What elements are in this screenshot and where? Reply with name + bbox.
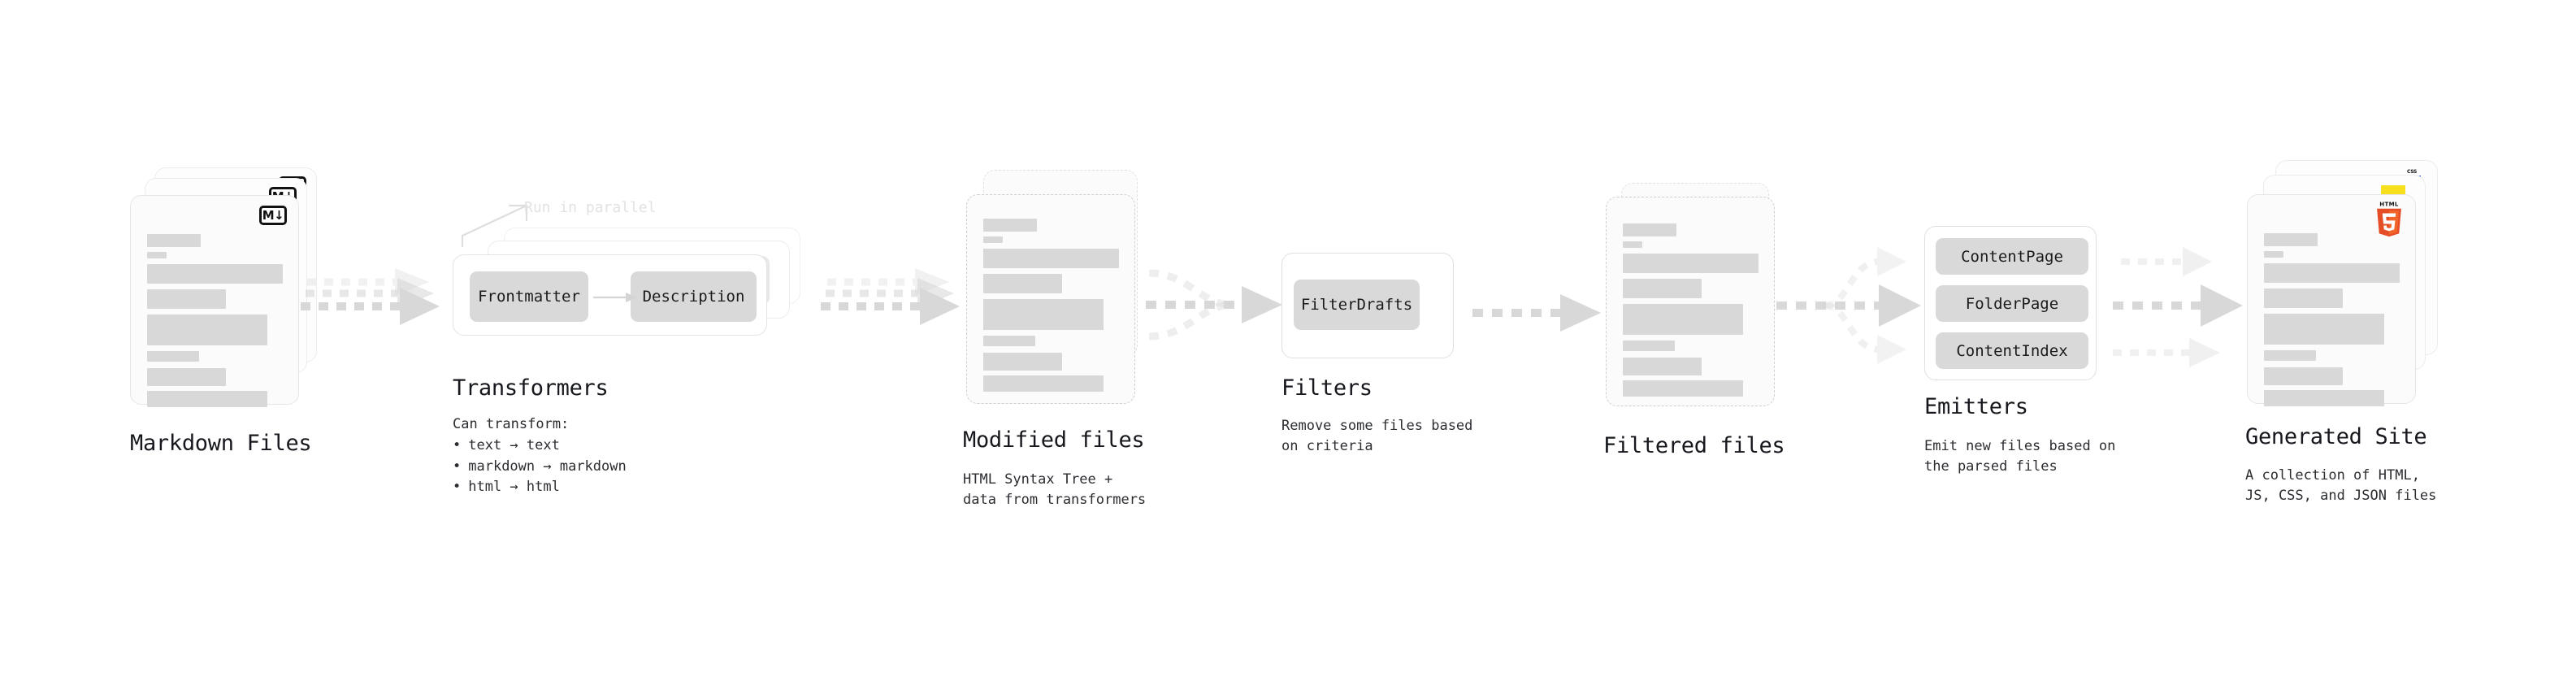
skeleton-line: [147, 391, 267, 407]
pill-folderpage[interactable]: FolderPage: [1936, 285, 2088, 322]
stage-description: Remove some files based on criteria: [1281, 418, 1473, 454]
emitters-box: ContentPage FolderPage ContentIndex: [1924, 226, 2097, 380]
stage-description: Emit new files based on the parsed files: [1924, 438, 2116, 475]
modified-card-front: [966, 194, 1135, 404]
skeleton-line: [147, 234, 201, 247]
run-in-parallel-label: Run in parallel: [524, 199, 657, 216]
stage-description: HTML Syntax Tree + data from transformer…: [963, 471, 1147, 508]
skeleton-line: [2264, 367, 2343, 385]
list-item: html → html: [453, 477, 627, 498]
arrow-markdown-to-transformers: [301, 268, 440, 325]
skeleton-line: [983, 299, 1104, 330]
skeleton-line: [147, 368, 226, 386]
skeleton-line: [1623, 340, 1675, 351]
skeleton-line: [147, 264, 283, 284]
bullets-header: Can transform:: [453, 416, 570, 432]
skeleton-line: [983, 236, 1003, 243]
skeleton-line: [147, 314, 267, 345]
transformer-card-front: Frontmatter Description: [453, 254, 767, 336]
run-in-parallel-bracket: [461, 204, 528, 248]
skeleton-line: [2264, 314, 2384, 345]
skeleton-line: [147, 252, 167, 258]
skeleton-line: [983, 249, 1119, 268]
skeleton-line: [147, 289, 226, 309]
skeleton-line: [983, 375, 1104, 392]
page-title: Transformers: [453, 375, 609, 401]
transformers-description: Can transform: text → text markdown → ma…: [453, 416, 627, 498]
skeleton-line: [1623, 241, 1642, 248]
skeleton-line: [2264, 350, 2316, 361]
pill-contentindex[interactable]: ContentIndex: [1936, 332, 2088, 369]
markdown-card-front: M↓: [130, 195, 299, 407]
transform-arrow-icon: [593, 293, 637, 302]
skeleton-line: [1623, 279, 1702, 298]
arrow-emitters-to-site: [2113, 247, 2243, 367]
pill-contentpage[interactable]: ContentPage: [1936, 238, 2088, 275]
page-title: Generated Site: [2245, 424, 2427, 449]
filters-box: FilterDrafts: [1281, 253, 1454, 358]
skeleton-line: [983, 219, 1037, 232]
css-icon-label: CSS: [2407, 169, 2417, 175]
skeleton-line: [1623, 304, 1743, 335]
html5-icon: HTML: [2377, 200, 2401, 237]
filtered-card-front: [1606, 197, 1775, 406]
skeleton-line: [147, 351, 199, 362]
svg-text:HTML: HTML: [2379, 200, 2399, 207]
list-item: markdown → markdown: [453, 457, 626, 478]
skeleton-line: [2264, 233, 2318, 246]
site-card-front-html: HTML: [2247, 194, 2416, 406]
pill-frontmatter[interactable]: Frontmatter: [470, 271, 588, 322]
page-title: Filtered files: [1603, 433, 1785, 458]
skeleton-line: [2264, 390, 2384, 406]
list-item: text → text: [453, 436, 627, 457]
pill-filterdrafts[interactable]: FilterDrafts: [1294, 280, 1420, 330]
stage-description: A collection of HTML, JS, CSS, and JSON …: [2245, 467, 2437, 504]
skeleton-line: [2264, 251, 2283, 258]
skeleton-line: [2264, 263, 2400, 283]
arrow-modified-to-filters: [1146, 269, 1282, 340]
page-title: Modified files: [963, 427, 1145, 453]
skeleton-line: [1623, 254, 1759, 273]
skeleton-line: [1623, 223, 1676, 236]
skeleton-line: [983, 336, 1035, 346]
page-title: Markdown Files: [130, 431, 312, 456]
skeleton-line: [983, 353, 1062, 371]
skeleton-line: [983, 274, 1062, 293]
arrow-filters-to-filtered: [1472, 294, 1601, 332]
skeleton-line: [2264, 288, 2343, 308]
page-title: Emitters: [1924, 394, 2028, 419]
pill-description[interactable]: Description: [631, 271, 757, 322]
skeleton-line: [1623, 358, 1702, 375]
skeleton-line: [1623, 380, 1743, 397]
arrow-transformers-to-modified: [821, 268, 960, 325]
markdown-icon: M↓: [259, 206, 287, 225]
page-title: Filters: [1281, 375, 1373, 401]
arrow-filtered-to-emitters: [1776, 247, 1921, 364]
